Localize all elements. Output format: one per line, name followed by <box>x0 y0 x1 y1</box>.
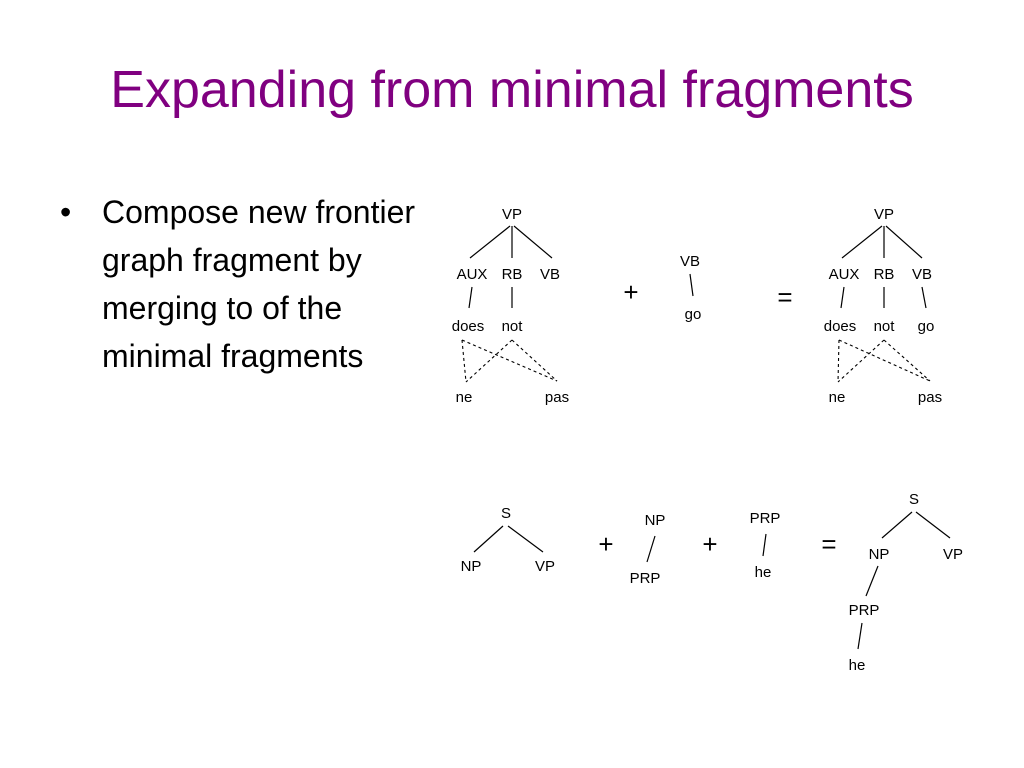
example-1-result-tree: VP AUX RB VB does not go ne pas <box>824 206 942 406</box>
plus-operator: + <box>702 529 717 559</box>
alignment-edge <box>837 339 885 383</box>
bullet-item: • Compose new frontier graph fragment by… <box>60 188 440 380</box>
bullet-marker: • <box>60 194 72 230</box>
alignment-edge <box>511 339 558 382</box>
tree-node: ne <box>456 389 473 406</box>
tree-node: VP <box>502 206 522 223</box>
tree-node: does <box>452 318 485 335</box>
tree-edge <box>885 225 923 259</box>
tree-edge <box>473 525 504 553</box>
tree-node: ne <box>829 389 846 406</box>
tree-node: PRP <box>630 570 661 587</box>
slide-title: Expanding from minimal fragments <box>110 61 914 119</box>
alignment-edge <box>465 339 513 383</box>
tree-edge <box>841 225 883 259</box>
tree-node: not <box>874 318 896 335</box>
tree-node: NP <box>461 558 482 575</box>
tree-node: he <box>849 657 866 674</box>
tree-node: VP <box>874 206 894 223</box>
example-2-fragment-np-tree: NP PRP <box>630 512 666 587</box>
equals-operator: = <box>777 282 792 312</box>
example-1-fragment-vb-tree: VB go <box>680 253 701 323</box>
tree-edge <box>468 286 473 309</box>
tree-edge <box>469 225 511 259</box>
tree-edge <box>689 273 694 297</box>
equals-operator: = <box>821 529 836 559</box>
alignment-edge <box>837 339 840 383</box>
tree-edge <box>646 535 656 563</box>
tree-edge <box>857 622 863 650</box>
bullet-text: Compose new frontier graph fragment by m… <box>102 194 416 374</box>
tree-node: not <box>502 318 524 335</box>
tree-node: RB <box>874 266 895 283</box>
alignment-edge <box>461 339 467 383</box>
tree-node: pas <box>545 389 569 406</box>
tree-node: VP <box>943 546 963 563</box>
tree-node: VB <box>540 266 560 283</box>
tree-node: PRP <box>750 510 781 527</box>
tree-edge <box>507 525 544 553</box>
tree-edge <box>513 225 553 259</box>
example-2-fragment-s-tree: S NP VP <box>461 505 555 575</box>
alignment-edge <box>883 339 931 382</box>
tree-node: AUX <box>829 266 860 283</box>
alignment-edge <box>838 339 931 382</box>
tree-node: RB <box>502 266 523 283</box>
plus-operator: + <box>598 529 613 559</box>
tree-node: go <box>918 318 935 335</box>
tree-node: S <box>501 505 511 522</box>
tree-node: PRP <box>849 602 880 619</box>
tree-edge <box>921 286 927 309</box>
tree-edge <box>762 533 767 557</box>
bullet-list: • Compose new frontier graph fragment by… <box>60 188 440 380</box>
tree-edge <box>881 511 913 539</box>
example-2-fragment-prp-tree: PRP he <box>750 510 781 581</box>
tree-node: pas <box>918 389 942 406</box>
tree-node: VP <box>535 558 555 575</box>
tree-edge <box>915 511 951 539</box>
tree-edge <box>865 565 879 597</box>
tree-node: AUX <box>457 266 488 283</box>
tree-node: he <box>755 564 772 581</box>
example-2-result-tree: S NP VP PRP he <box>849 491 963 674</box>
tree-node: VB <box>680 253 700 270</box>
tree-node: VB <box>912 266 932 283</box>
tree-node: NP <box>869 546 890 563</box>
example-1-fragment-vp-tree: VP AUX RB VB does not ne pas <box>452 206 569 406</box>
tree-node: NP <box>645 512 666 529</box>
alignment-edge <box>461 339 558 382</box>
tree-node: S <box>909 491 919 508</box>
plus-operator: + <box>623 277 638 307</box>
tree-node: does <box>824 318 857 335</box>
tree-edge <box>840 286 845 309</box>
tree-node: go <box>685 306 702 323</box>
